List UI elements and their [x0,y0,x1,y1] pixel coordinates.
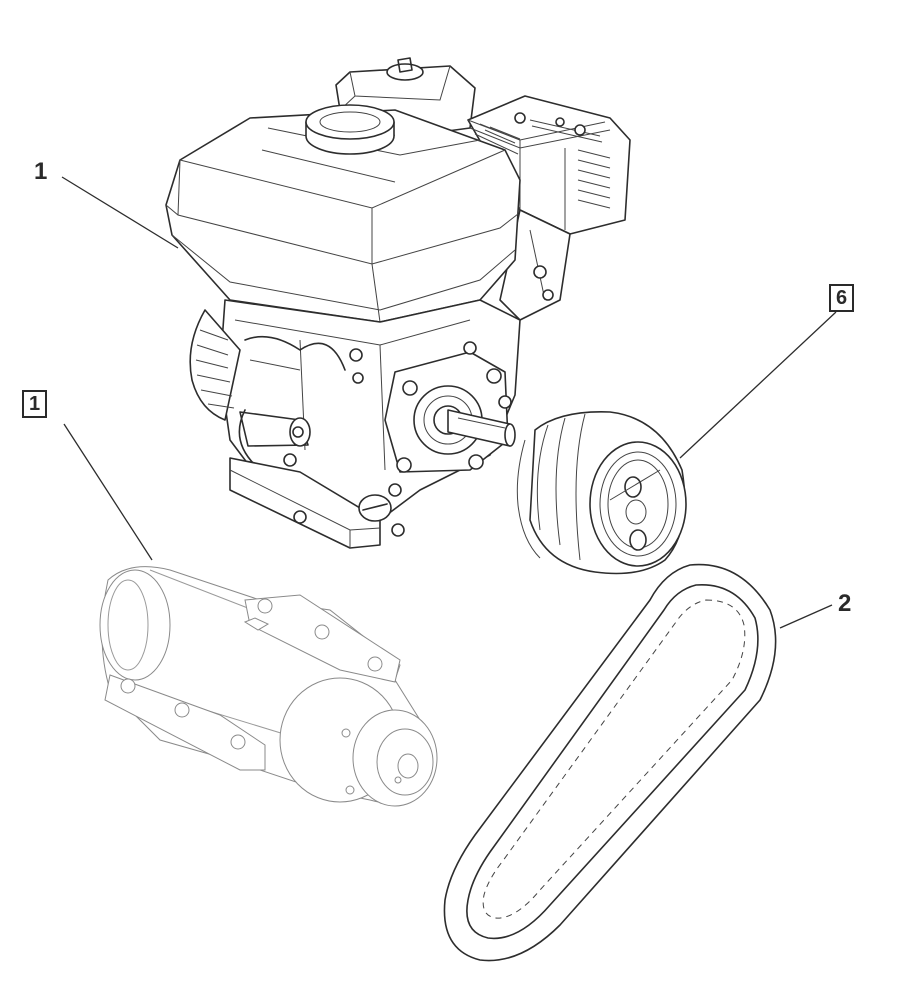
leader-lines [61,176,837,629]
pulley-drawing [516,411,687,575]
belt-drawing [443,563,777,962]
callout-pump-boxed: 1 [22,390,48,418]
callout-engine: 1 [34,158,48,185]
callout-pulley-boxed: 6 [829,284,855,312]
pump-drawing [99,566,438,807]
callout-belt: 2 [838,590,852,617]
engine-drawing [165,57,631,549]
